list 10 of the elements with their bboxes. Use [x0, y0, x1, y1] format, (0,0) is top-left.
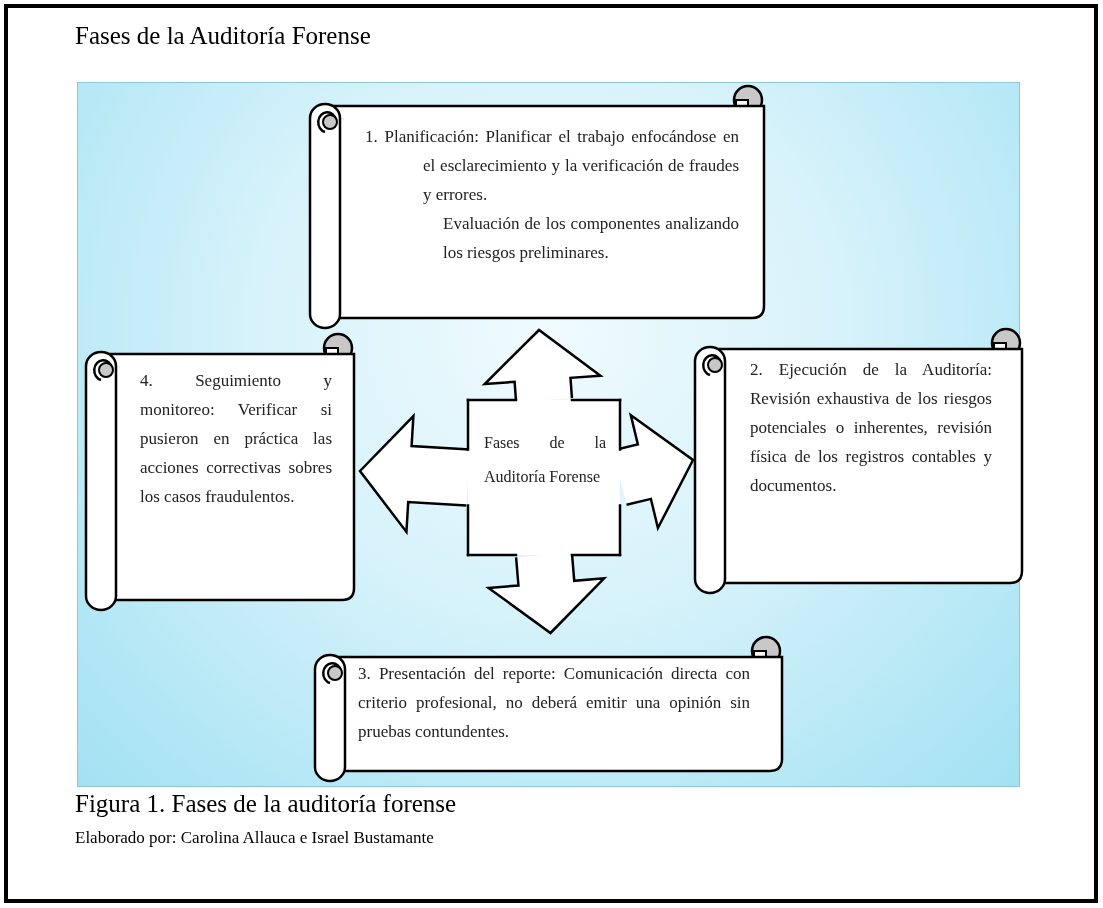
phase-description: 4. Seguimiento y monitoreo: Verificar si pusieron en práctica las acciones correctivas sobres los casos fraudulentos.	[140, 370, 332, 508]
phase-description: Evaluación de los componentes analizando los riesgos preliminares.	[443, 213, 739, 264]
figure-caption: Figura 1. Fases de la auditoría forense	[75, 790, 457, 818]
block-arrow	[358, 412, 471, 536]
center-label: Fases de la Auditoría Forense	[484, 433, 606, 487]
phase-description: 2. Ejecución de la Auditoría: Revisión exhaustiva de los riesgos potenciales o inherentes, revisión física de los registros contables y documentos.	[750, 359, 992, 497]
credit-note: Elaborado por: Carolina Allauca e Israel Bustamante	[75, 828, 434, 848]
phase-description: 1. Planificación: Planificar el trabajo enfocándose en el esclarecimiento y la verificación de fraudes y errores.	[365, 126, 739, 206]
title: Fases de la Auditoría Forense	[75, 22, 371, 50]
phase-description: 3. Presentación del reporte: Comunicación directa con criterio profesional, no deberá emitir una opinión sin pruebas contundentes.	[358, 663, 750, 743]
